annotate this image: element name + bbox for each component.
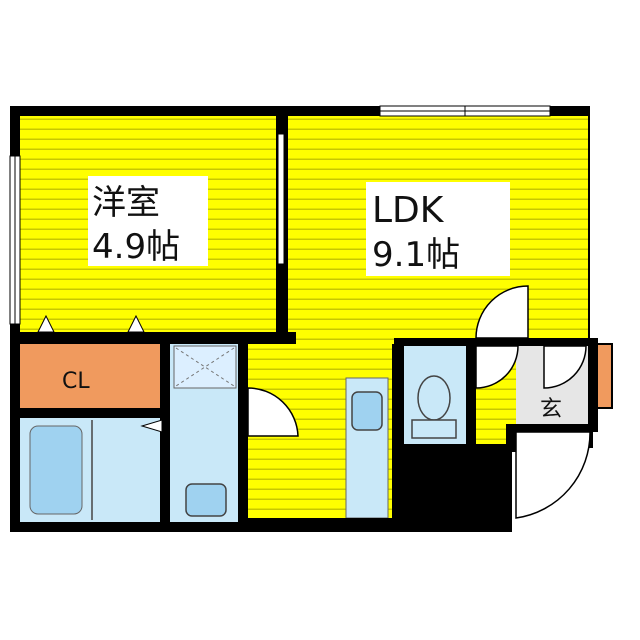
wall-western-bottom xyxy=(20,332,296,344)
closet-floor xyxy=(20,344,160,410)
wall-hall-bottom xyxy=(240,518,402,528)
ldk-label-bg xyxy=(366,182,510,276)
door-swing-front xyxy=(515,431,591,519)
kitchen-sink xyxy=(351,391,383,431)
western-room-label-bg xyxy=(88,176,208,266)
wall-wash-right xyxy=(238,338,248,522)
western-room-size: 4.9帖 xyxy=(92,227,180,267)
wall-toilet-top xyxy=(394,338,484,346)
wall-toilet-left xyxy=(394,338,404,522)
ldk-size: 9.1帖 xyxy=(372,235,460,275)
wall-entry-right xyxy=(588,338,598,432)
door-swing-toilet xyxy=(475,345,519,389)
door-swing-entrance xyxy=(543,345,587,389)
wall-entry-step xyxy=(476,444,516,452)
door-swing-ldk xyxy=(475,285,529,339)
ldk-name: LDK xyxy=(372,190,445,231)
door-swing-washroom xyxy=(247,387,299,437)
outline-cut-right xyxy=(590,106,610,338)
wall-entry-left xyxy=(506,424,516,452)
closet-door-marker-right xyxy=(127,314,145,333)
wall-entry-bottom xyxy=(512,424,592,432)
wall-ldk-bottom-right xyxy=(476,338,598,346)
toilet-tank xyxy=(411,419,457,439)
wall-cl-bottom xyxy=(20,408,166,418)
washer-space xyxy=(173,345,237,389)
bathtub xyxy=(29,425,83,515)
closet-door-marker-left xyxy=(37,314,55,333)
entrance-label: 玄 xyxy=(540,397,562,422)
door-swing-bath xyxy=(140,419,163,433)
sliding-door-western-ldk xyxy=(277,133,285,265)
western-room-name: 洋室 xyxy=(92,183,160,223)
toilet-bowl xyxy=(417,375,451,421)
wall-toilet-bottom xyxy=(394,444,476,452)
closet-label: CL xyxy=(62,369,90,394)
outline-cut-right-low xyxy=(590,448,610,538)
wall-cl-right xyxy=(160,338,170,522)
wall-toilet-right xyxy=(466,338,476,450)
washbasin xyxy=(185,483,227,517)
